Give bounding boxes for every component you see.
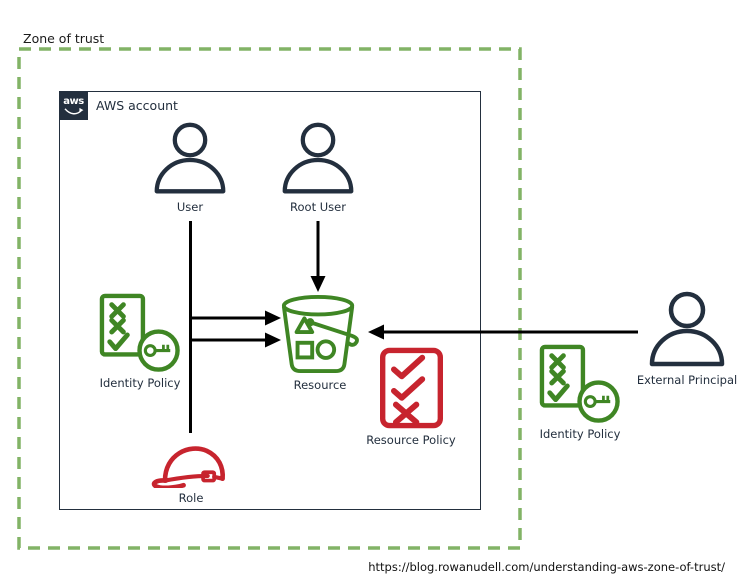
identity-policy-label: Identity Policy: [539, 427, 621, 441]
role-hard-hat-icon: [151, 446, 225, 488]
root-user-icon: [282, 122, 354, 194]
node-resource-policy: Resource Policy: [366, 346, 456, 448]
node-role: Role: [150, 436, 232, 506]
root-user-label: Root User: [290, 200, 346, 214]
zone-of-trust-label: Zone of trust: [23, 31, 105, 46]
external-principal-icon: [649, 291, 725, 367]
node-resource: Resource: [279, 293, 361, 393]
resource-policy-label: Resource Policy: [366, 433, 456, 447]
node-identity-policy-external: Identity Policy: [536, 344, 624, 442]
resource-policy-icon: [379, 347, 443, 429]
node-root-user: Root User: [268, 121, 368, 215]
identity-policy-icon: [99, 293, 180, 372]
user-icon: [154, 122, 226, 194]
aws-smile-icon: [63, 107, 83, 115]
node-identity-policy-internal: Identity Policy: [96, 293, 184, 391]
identity-policy-icon: [539, 344, 620, 423]
resource-label: Resource: [293, 378, 347, 392]
aws-account-label: AWS account: [96, 98, 178, 113]
source-url-text: https://blog.rowanudell.com/understandin…: [368, 560, 725, 574]
resource-bucket-icon: [281, 294, 359, 374]
aws-logo-icon: aws: [59, 91, 88, 120]
role-label: Role: [178, 491, 204, 505]
external-principal-label: External Principal: [636, 373, 738, 387]
node-external-principal: External Principal: [637, 290, 737, 388]
identity-policy-label: Identity Policy: [99, 376, 181, 390]
node-user: User: [140, 121, 240, 215]
aws-logo-text: aws: [63, 96, 84, 107]
user-label: User: [176, 200, 204, 214]
